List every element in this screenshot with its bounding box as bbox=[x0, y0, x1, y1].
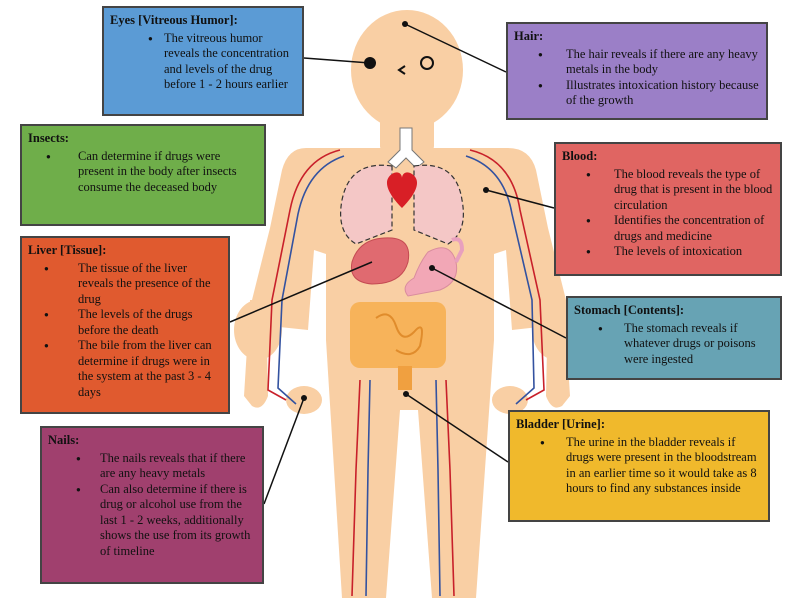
stomach-pointer bbox=[431, 267, 567, 339]
hair-title: Hair: bbox=[514, 29, 544, 43]
stomach-item: The stomach reveals if whatever drugs or… bbox=[574, 321, 774, 368]
intestines bbox=[350, 302, 446, 390]
liver-item: The tissue of the liver reveals the pres… bbox=[28, 261, 222, 308]
liver bbox=[350, 237, 410, 285]
nails-item: Can also determine if there is drug or a… bbox=[48, 482, 256, 560]
blood-item: The blood reveals the type of drug that … bbox=[562, 167, 774, 214]
liver-item: The levels of the drugs before the death bbox=[28, 307, 222, 338]
nails-list: The nails reveals that if there are any … bbox=[48, 451, 256, 560]
trachea bbox=[387, 127, 425, 169]
hair-list: The hair reveals if there are any heavy … bbox=[514, 47, 760, 109]
stomach-box: Stomach [Contents]: The stomach reveals … bbox=[566, 296, 782, 380]
nails-title: Nails: bbox=[48, 433, 80, 447]
insects-title: Insects: bbox=[28, 131, 69, 145]
bladder-box: Bladder [Urine]: The urine in the bladde… bbox=[508, 410, 770, 522]
insects-list: Can determine if drugs were present in t… bbox=[28, 149, 258, 196]
bladder-list: The urine in the bladder reveals if drug… bbox=[516, 435, 762, 497]
pointer-lines bbox=[229, 23, 567, 505]
hair-pointer bbox=[404, 23, 507, 73]
hair-box: Hair: The hair reveals if there are any … bbox=[506, 22, 768, 120]
eyes-title: Eyes [Vitreous Humor]: bbox=[110, 13, 238, 27]
liver-title: Liver [Tissue]: bbox=[28, 243, 107, 257]
blood-item: The levels of intoxication bbox=[562, 244, 774, 260]
insects-box: Insects: Can determine if drugs were pre… bbox=[20, 124, 266, 226]
blood-item: Identifies the concentration of drugs an… bbox=[562, 213, 774, 244]
mouth bbox=[397, 65, 406, 75]
blood-box: Blood: The blood reveals the type of dru… bbox=[554, 142, 782, 276]
nails-pointer bbox=[263, 397, 305, 505]
bladder-pointer bbox=[405, 393, 509, 463]
bladder-title: Bladder [Urine]: bbox=[516, 417, 605, 431]
liver-list: The tissue of the liver reveals the pres… bbox=[28, 261, 222, 401]
insects-item: Can determine if drugs were present in t… bbox=[28, 149, 258, 196]
right-eye bbox=[420, 56, 434, 70]
eyes-box: Eyes [Vitreous Humor]: The vitreous humo… bbox=[102, 6, 304, 116]
blood-list: The blood reveals the type of drug that … bbox=[562, 167, 774, 260]
lungs bbox=[340, 164, 464, 245]
heart bbox=[386, 172, 418, 208]
bladder-item: The urine in the bladder reveals if drug… bbox=[516, 435, 762, 497]
pancreas bbox=[451, 237, 465, 263]
blood-vessels bbox=[267, 149, 545, 597]
hair-item: Illustrates intoxication history because… bbox=[514, 78, 760, 109]
hair-item: The hair reveals if there are any heavy … bbox=[514, 47, 760, 78]
liver-pointer bbox=[229, 261, 373, 323]
stomach bbox=[404, 247, 458, 297]
nails-box: Nails: The nails reveals that if there a… bbox=[40, 426, 264, 584]
liver-item: The bile from the liver can determine if… bbox=[28, 338, 222, 400]
pointer-dots bbox=[301, 21, 489, 401]
blood-title: Blood: bbox=[562, 149, 598, 163]
eyes-pointer bbox=[303, 57, 371, 64]
stomach-title: Stomach [Contents]: bbox=[574, 303, 685, 317]
eyes-item: The vitreous humor reveals the concentra… bbox=[110, 31, 296, 93]
liver-box: Liver [Tissue]: The tissue of the liver … bbox=[20, 236, 230, 414]
blood-pointer bbox=[485, 189, 555, 209]
eyes-list: The vitreous humor reveals the concentra… bbox=[110, 31, 296, 93]
nails-item: The nails reveals that if there are any … bbox=[48, 451, 256, 482]
stomach-list: The stomach reveals if whatever drugs or… bbox=[574, 321, 774, 368]
